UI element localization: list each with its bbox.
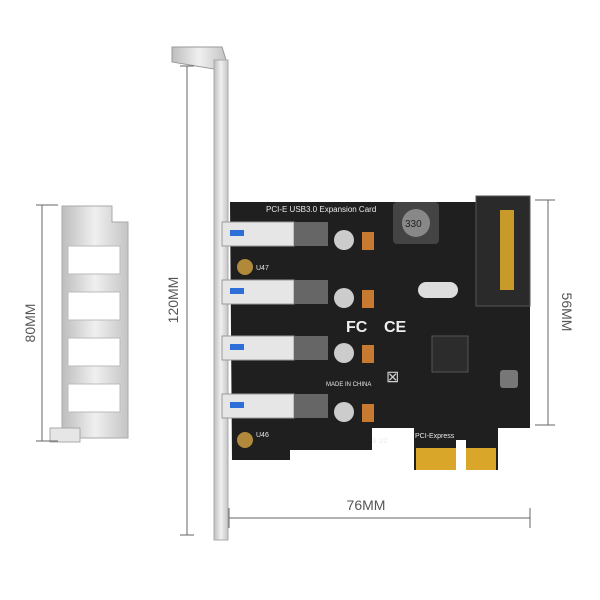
fuse <box>362 290 374 308</box>
fuse <box>362 404 374 422</box>
inductor-code: 330 <box>405 219 422 230</box>
capacitor <box>334 288 354 308</box>
usb3-port <box>221 335 328 361</box>
controller-chip <box>431 335 469 373</box>
dimension-line-56mm <box>535 199 555 426</box>
pcie-gold-fingers <box>416 448 496 470</box>
fcc-logo: FC <box>346 319 368 336</box>
ce-logo: CE <box>384 319 407 336</box>
fuse <box>362 345 374 363</box>
dimension-label-76mm: 76MM <box>347 497 386 513</box>
board-title: PCI-E USB3.0 Expansion Card <box>266 205 376 214</box>
capacitor <box>334 402 354 422</box>
full-height-bracket <box>171 46 229 541</box>
usb3-port <box>221 221 328 247</box>
low-profile-bracket <box>49 205 129 443</box>
dimension-label-80mm: 80MM <box>22 304 38 343</box>
usb3-port <box>221 279 328 305</box>
interface-label: PCI-Express <box>415 433 455 440</box>
date-code: 3 :22 <box>372 438 388 445</box>
made-in-label: MADE IN CHINA <box>326 382 371 388</box>
capacitor <box>334 343 354 363</box>
dimension-line-120mm <box>180 65 194 536</box>
dimension-label-56mm: 56MM <box>559 293 575 332</box>
screw-label: U46 <box>256 432 269 439</box>
screw <box>237 259 253 275</box>
usb3-port <box>221 393 328 419</box>
fuse <box>362 232 374 250</box>
crystal <box>418 282 458 298</box>
dimension-line-80mm <box>36 204 58 442</box>
weee-icon: ⊠ <box>386 369 399 386</box>
dimension-label-120mm: 120MM <box>165 277 181 324</box>
capacitor <box>334 230 354 250</box>
dimension-line-76mm <box>228 508 531 528</box>
screw-label: U47 <box>256 265 269 272</box>
screw <box>237 432 253 448</box>
